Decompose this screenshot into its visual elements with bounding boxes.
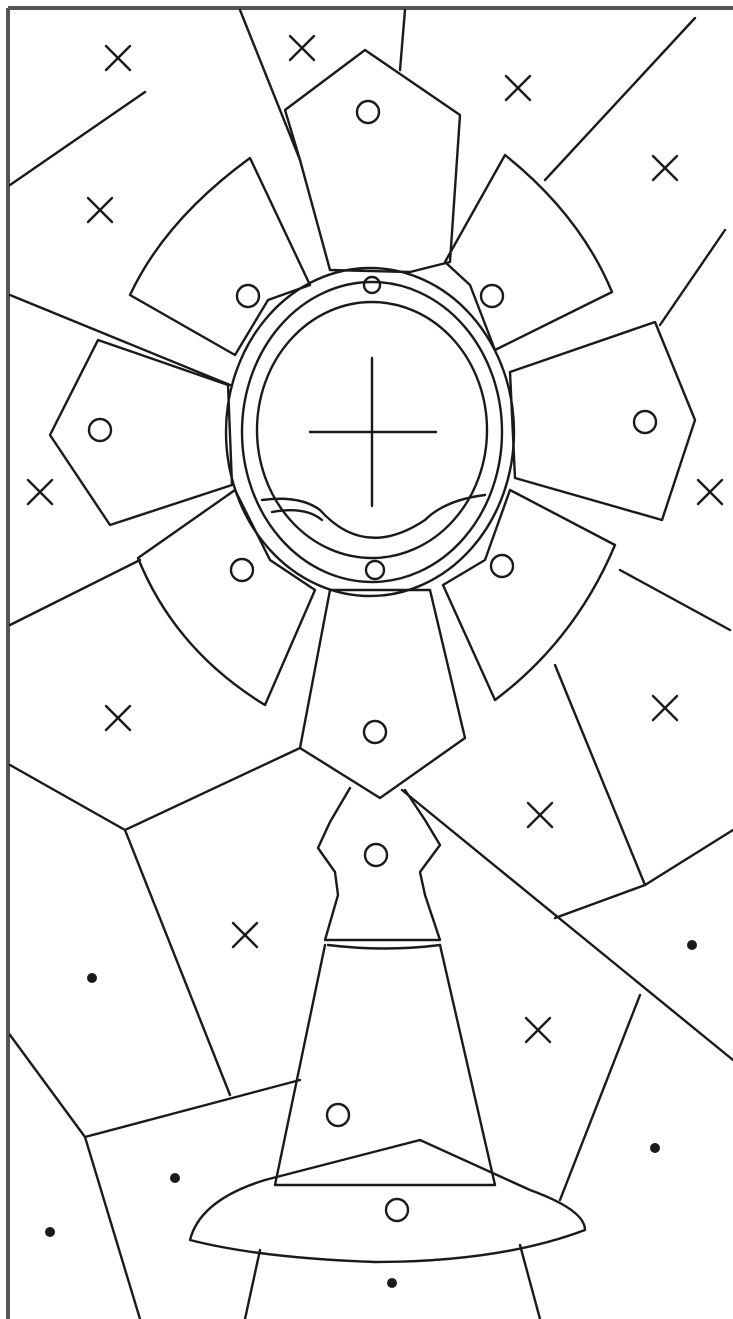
ray-bottom <box>300 590 465 798</box>
x-mark <box>506 76 530 100</box>
stem-collar <box>328 945 440 949</box>
o-mark <box>231 559 253 581</box>
x-mark <box>528 803 552 827</box>
region-marks <box>28 36 722 1288</box>
x-mark <box>653 696 677 720</box>
divider <box>85 1080 300 1137</box>
dot-mark <box>687 940 697 950</box>
background-dividers <box>10 10 733 1319</box>
divider <box>402 790 733 1060</box>
o-mark <box>491 555 513 577</box>
base-plate <box>190 1140 585 1262</box>
x-mark <box>28 480 52 504</box>
ray-bottom-left <box>138 490 315 705</box>
divider <box>240 10 300 160</box>
divider <box>555 830 733 918</box>
dot-mark <box>170 1173 180 1183</box>
divider <box>10 295 230 385</box>
lunette-host-base <box>262 495 485 538</box>
o-mark <box>357 101 379 123</box>
divider <box>545 18 695 180</box>
divider <box>555 665 645 885</box>
ray-right <box>510 322 695 520</box>
ray-top <box>285 50 460 272</box>
x-mark <box>88 198 112 222</box>
ray-bottom-right <box>443 490 615 700</box>
divider <box>520 1245 540 1319</box>
x-mark <box>653 156 677 180</box>
dot-mark <box>87 973 97 983</box>
divider <box>10 92 145 185</box>
o-mark <box>365 844 387 866</box>
ray-top-left <box>130 158 310 355</box>
stem <box>190 788 585 1262</box>
divider <box>660 230 725 325</box>
divider <box>400 10 405 70</box>
divider <box>10 1035 140 1319</box>
x-mark <box>106 46 130 70</box>
x-mark <box>233 923 257 947</box>
o-mark <box>366 561 384 579</box>
dot-mark <box>650 1143 660 1153</box>
dot-mark <box>45 1227 55 1237</box>
x-mark <box>106 706 130 730</box>
o-mark <box>481 285 503 307</box>
divider <box>245 1250 260 1319</box>
o-mark <box>364 721 386 743</box>
o-mark <box>89 419 111 441</box>
o-mark <box>634 411 656 433</box>
divider <box>620 570 730 630</box>
o-mark <box>386 1199 408 1221</box>
x-mark <box>698 480 722 504</box>
lunette-host-base-inner <box>272 510 322 520</box>
o-mark <box>327 1104 349 1126</box>
x-mark <box>290 36 314 60</box>
divider <box>125 830 230 1095</box>
stem-node <box>318 788 440 940</box>
dot-mark <box>387 1278 397 1288</box>
ray-left <box>50 340 232 525</box>
divider <box>10 748 300 830</box>
ray-top-right <box>445 155 612 350</box>
x-mark <box>526 1018 550 1042</box>
divider <box>10 560 140 625</box>
lunette <box>226 268 514 596</box>
divider <box>560 995 640 1200</box>
o-mark <box>237 285 259 307</box>
o-mark <box>364 277 380 293</box>
